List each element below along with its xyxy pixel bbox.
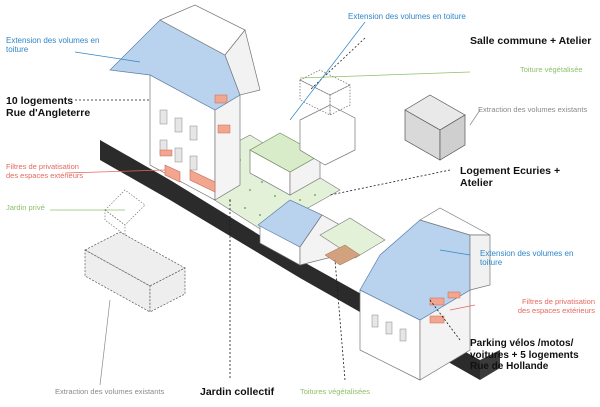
label-filtres-right: Filtres de privatisation des espaces ext…	[517, 297, 595, 315]
label-salle-commune: Salle commune + Atelier	[470, 35, 592, 47]
label-parking: Parking vélos /motos/ voitures + 5 logem…	[470, 338, 579, 372]
wooden-deck	[324, 244, 361, 266]
label-extraction-right: Extraction des volumes existants	[478, 105, 588, 114]
label-filtres-left: Filtres de privatisation des espaces ext…	[6, 162, 84, 180]
label-extraction-bottom: Extraction des volumes existants	[55, 387, 165, 396]
privacy-filter-left	[189, 169, 216, 193]
right-building-windows	[371, 314, 407, 342]
label-toitures-vegetalisees-bottom: Toitures végétalisées	[300, 387, 371, 396]
right-building-balconies	[429, 291, 461, 324]
leader-lines-colored	[50, 21, 481, 386]
base-slab-right-side	[480, 350, 500, 380]
extracted-volume-jardin-prive	[104, 189, 146, 236]
label-ext-roof-top-center: Extension des volumes en toiture	[348, 12, 466, 21]
label-logement-ecuries: Logement Ecuries + Atelier	[460, 165, 561, 190]
left-building-windows	[159, 109, 198, 171]
extracted-volume-bottom-left	[84, 231, 186, 313]
left-building-side	[214, 94, 241, 201]
label-ext-roof-right: Extension des volumes en toiture	[480, 249, 574, 268]
left-building-balconies	[159, 94, 231, 157]
base-slab-main	[170, 180, 300, 278]
right-building-roof-side	[469, 234, 491, 291]
label-ext-roof-top-left: Extension des volumes en toiture	[6, 36, 100, 55]
label-jardin-prive: Jardin privé	[6, 203, 45, 212]
base-slab-left	[100, 140, 170, 200]
extracted-volume-right	[404, 94, 466, 161]
extracted-volume-top-right	[299, 69, 351, 116]
label-jardin-collectif: Jardin collectif	[200, 386, 275, 398]
leader-lines	[75, 37, 461, 381]
label-toiture-vegetalisee-top: Toiture végétalisée	[520, 65, 583, 74]
left-building-roof-side	[224, 29, 261, 96]
privacy-filter-left-2	[164, 164, 181, 183]
label-logements-angleterre: 10 logements Rue d'Angleterre	[6, 95, 91, 120]
